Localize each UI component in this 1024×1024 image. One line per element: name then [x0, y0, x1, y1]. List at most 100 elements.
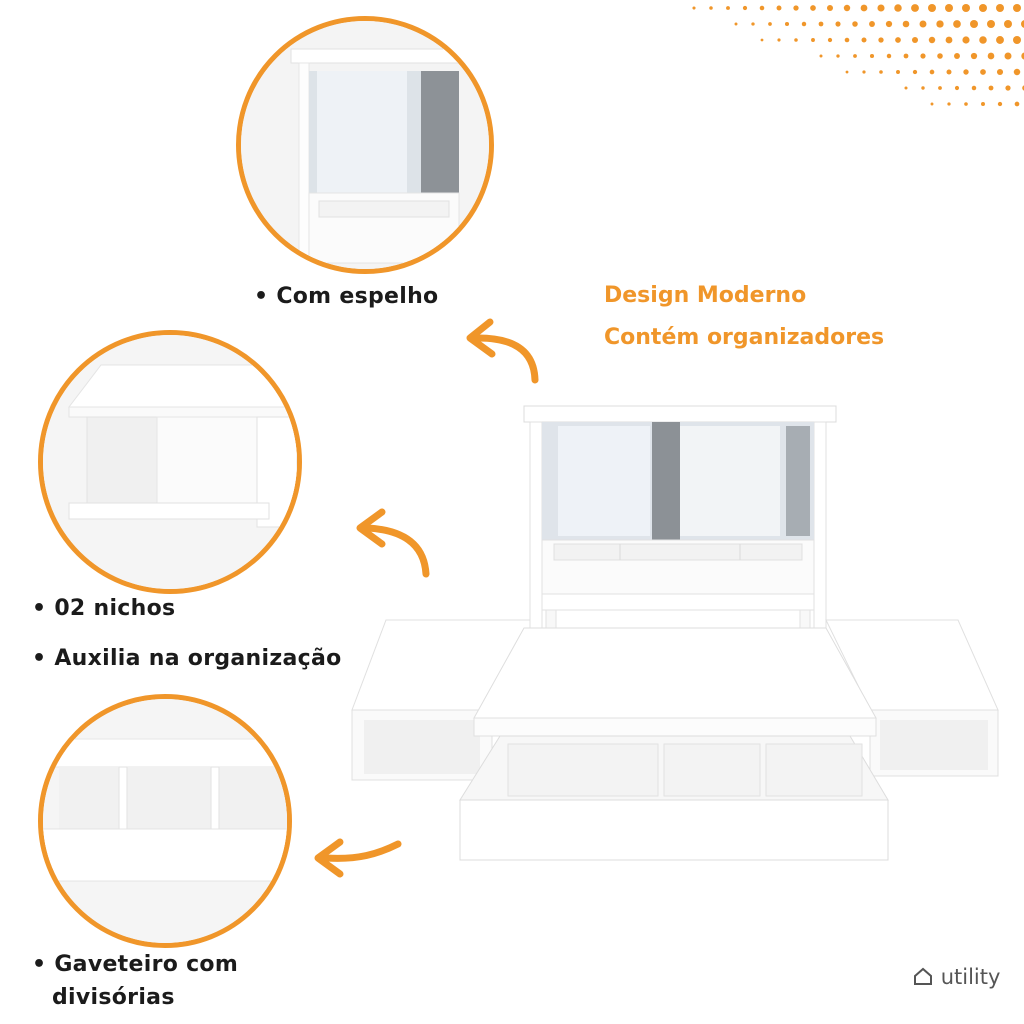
decoration-dot — [928, 36, 936, 44]
decoration-dot — [845, 70, 849, 74]
decoration-dot — [911, 4, 919, 12]
decoration-dot — [954, 53, 960, 59]
decoration-dot — [734, 22, 738, 26]
decoration-dot — [988, 85, 994, 91]
decoration-dot — [869, 21, 875, 27]
decoration-dot — [981, 102, 985, 106]
decoration-dot — [862, 70, 866, 74]
arrow-to-niches-icon — [356, 508, 430, 578]
decoration-dot — [1014, 101, 1020, 107]
decoration-dot — [860, 4, 868, 12]
feature-organization: • Auxilia na organização — [32, 646, 342, 671]
decoration-dot — [1013, 4, 1021, 12]
decoration-dot — [886, 53, 892, 59]
decoration-dot — [945, 4, 953, 12]
decoration-dot — [709, 6, 713, 10]
decoration-dot — [726, 6, 730, 10]
decoration-dot — [1013, 36, 1021, 44]
arrow-to-drawer-icon — [314, 838, 402, 878]
decoration-dot — [902, 20, 910, 28]
decoration-dot — [937, 53, 943, 59]
decoration-dot — [947, 102, 951, 106]
decoration-dot — [793, 5, 799, 11]
decoration-dot — [878, 37, 884, 43]
decoration-dot — [751, 22, 755, 26]
decoration-dot — [861, 37, 867, 43]
decoration-dot — [954, 85, 960, 91]
highlight-organizers: Contém organizadores — [604, 325, 885, 350]
drawer-detail-image — [43, 699, 287, 943]
decoration-dot — [980, 69, 986, 75]
decoration-dot — [801, 21, 807, 27]
decoration-dot — [818, 21, 824, 27]
decoration-dot — [1004, 20, 1012, 28]
decoration-dot — [971, 85, 977, 91]
dot-pattern-decoration — [692, 4, 1024, 107]
mirror-detail-circle — [236, 16, 494, 274]
decoration-dot — [979, 4, 987, 12]
decoration-dot — [852, 21, 858, 27]
decoration-dot — [987, 52, 995, 60]
decoration-dot — [894, 4, 902, 12]
decoration-dot — [963, 69, 969, 75]
decoration-dot — [920, 53, 926, 59]
decoration-dot — [921, 86, 925, 90]
decoration-dot — [970, 20, 978, 28]
arrow-to-mirror-icon — [466, 318, 539, 384]
decoration-dot — [853, 54, 857, 58]
decoration-dot — [1021, 52, 1024, 60]
niche-detail-image — [43, 335, 297, 589]
decoration-dot — [946, 69, 952, 75]
mirror-detail-image — [241, 21, 489, 269]
decoration-dot — [962, 36, 970, 44]
decoration-dot — [938, 86, 942, 90]
decoration-dot — [810, 5, 816, 11]
decoration-dot — [936, 20, 944, 28]
decoration-dot — [776, 5, 782, 11]
decoration-dot — [869, 53, 875, 59]
decoration-dot — [760, 38, 764, 42]
decoration-dot — [996, 4, 1004, 12]
decoration-dot — [929, 69, 935, 75]
decoration-dot — [1005, 85, 1011, 91]
decoration-dot — [784, 21, 790, 27]
decoration-dot — [945, 36, 953, 44]
drawer-detail-circle — [38, 694, 292, 948]
decoration-dot — [1013, 68, 1021, 76]
decoration-dot — [996, 68, 1004, 76]
feature-mirror: • Com espelho — [254, 284, 439, 309]
decoration-dot — [911, 36, 919, 44]
decoration-dot — [953, 20, 961, 28]
decoration-dot — [903, 53, 909, 59]
decoration-dot — [811, 38, 815, 42]
decoration-dot — [996, 36, 1004, 44]
brand-logo: utility — [912, 965, 1000, 989]
highlight-design: Design Moderno — [604, 283, 807, 308]
decoration-dot — [1021, 20, 1024, 28]
decoration-dot — [877, 4, 885, 12]
decoration-dot — [919, 20, 927, 28]
decoration-dot — [997, 101, 1003, 107]
decoration-dot — [835, 21, 841, 27]
decoration-dot — [1004, 52, 1012, 60]
decoration-dot — [692, 6, 696, 10]
decoration-dot — [912, 69, 918, 75]
decoration-dot — [962, 4, 970, 12]
decoration-dot — [895, 37, 901, 43]
feature-drawer-line2: divisórias — [52, 985, 175, 1010]
decoration-dot — [843, 4, 851, 12]
decoration-dot — [979, 36, 987, 44]
decoration-dot — [742, 5, 748, 11]
decoration-dot — [826, 4, 834, 12]
decoration-dot — [987, 20, 995, 28]
house-icon — [914, 967, 932, 985]
feature-niches: • 02 nichos — [32, 596, 176, 621]
decoration-dot — [768, 22, 772, 26]
decoration-dot — [777, 38, 781, 42]
decoration-dot — [819, 54, 823, 58]
decoration-dot — [844, 37, 850, 43]
decoration-dot — [970, 52, 978, 60]
decoration-dot — [836, 54, 840, 58]
niche-detail-circle — [38, 330, 302, 594]
decoration-dot — [928, 4, 936, 12]
